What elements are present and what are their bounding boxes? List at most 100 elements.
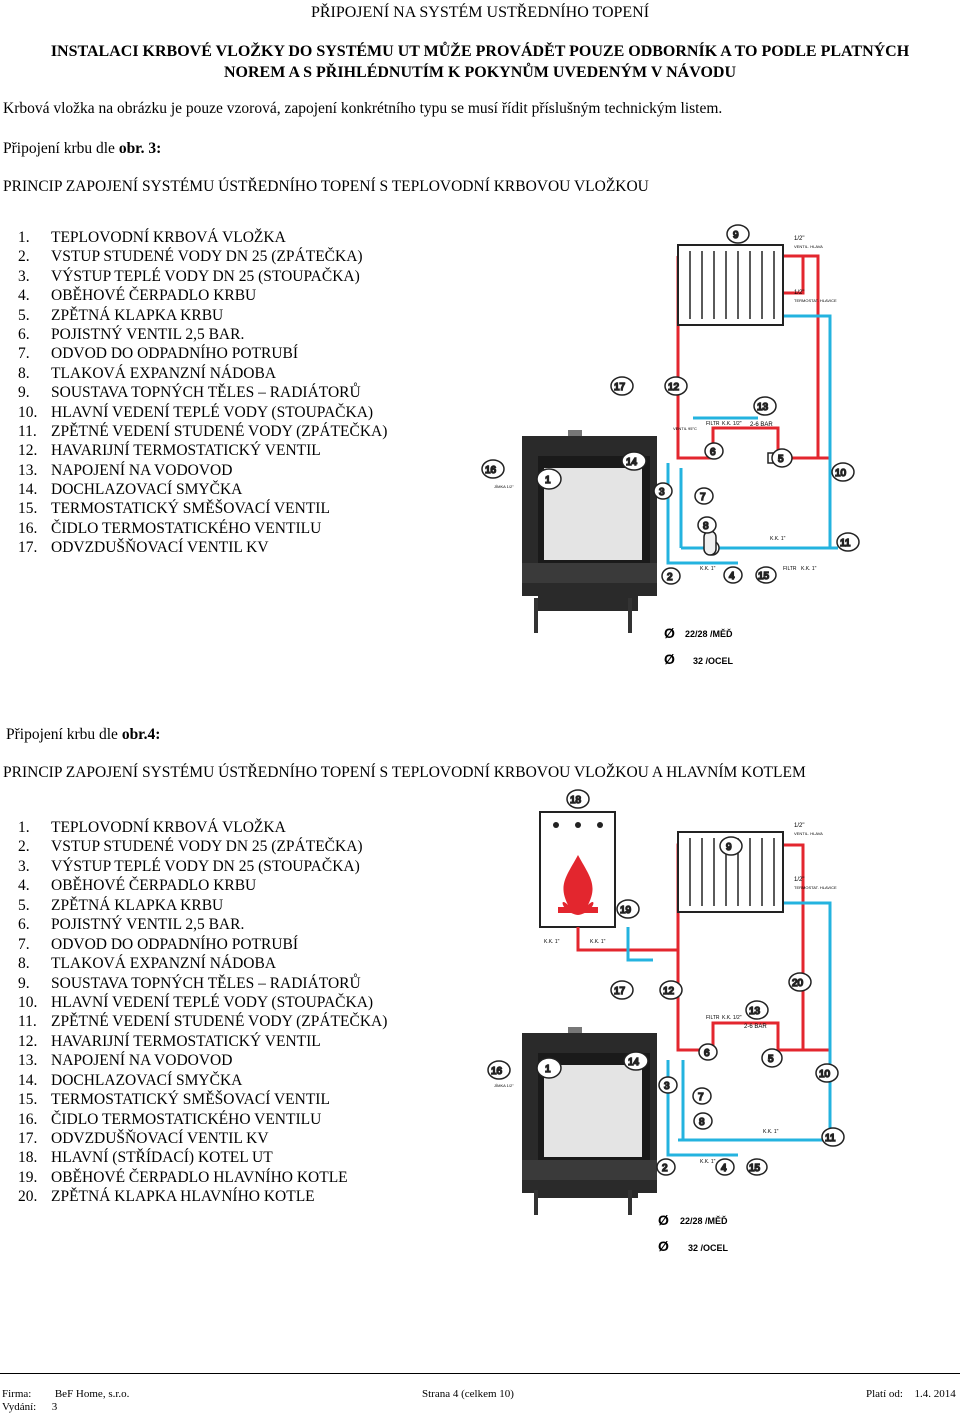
legend-item: 8.TLAKOVÁ EXPANZNÍ NÁDOBA — [18, 954, 387, 973]
callout-2b: 2 — [662, 1163, 668, 1174]
kk-half-label: K.K. 1/2" — [722, 421, 742, 427]
legend-item-text: HAVARIJNÍ TERMOSTATICKÝ VENTIL — [51, 1032, 321, 1050]
legend-item-text: ZPĚTNÁ KLAPKA KRBU — [51, 306, 224, 324]
callout-1b: 1 — [545, 1064, 551, 1075]
legend-item: 13.NAPOJENÍ NA VODOVOD — [18, 461, 387, 480]
intro-text: Krbová vložka na obrázku je pouze vzorov… — [3, 100, 723, 117]
callout-9: 9 — [733, 230, 739, 241]
sensor-note: JÍMKA 1/2" — [494, 484, 514, 489]
legend-item-number: 13. — [18, 1052, 38, 1070]
legend-item: 19.OBĚHOVÉ ČERPADLO HLAVNÍHO KOTLE — [18, 1168, 387, 1187]
legend-item-number: 2. — [18, 248, 30, 266]
legend-item-number: 15. — [18, 1091, 38, 1109]
section1-title: PRINCIP ZAPOJENÍ SYSTÉMU ÚSTŘEDNÍHO TOPE… — [3, 178, 649, 195]
diagram-obr3: 1/2" VENTIL. HLAVA 1/2" TERMOSTAT. HLAVI… — [481, 224, 860, 667]
legend-item: 9. SOUSTAVA TOPNÝCH TĚLES – RADIÁTORŮ — [18, 383, 387, 402]
callout-4: 4 — [729, 571, 735, 582]
legend-item: 7.ODVOD DO ODPADNÍHO POTRUBÍ — [18, 935, 387, 954]
legend-item-text: SOUSTAVA TOPNÝCH TĚLES – RADIÁTORŮ — [51, 384, 361, 402]
callout-6: 6 — [710, 447, 716, 458]
callout-12b: 12 — [663, 986, 675, 997]
legend-item-text: VÝSTUP TEPLÉ VODY DN 25 (STOUPAČKA) — [51, 857, 360, 875]
vent-head-label: VENTIL. HLAVA — [794, 244, 823, 249]
hot-main-pipe — [803, 254, 820, 458]
legend-item-number: 12. — [18, 442, 38, 460]
legend-item-number: 10. — [18, 403, 38, 421]
kk-one-label: K.K. 1" — [770, 536, 786, 542]
legend-item-text: ZPĚTNÁ KLAPKA HLAVNÍHO KOTLE — [51, 1188, 315, 1206]
legend-item-number: 8. — [18, 955, 30, 973]
legend-item-number: 17. — [18, 539, 38, 557]
legend-item-text: TEPLOVODNÍ KRBOVÁ VLOŽKA — [51, 229, 286, 246]
legend-item-text: TERMOSTATICKÝ SMĚŠOVACÍ VENTIL — [51, 1091, 330, 1109]
legend-item: 16.ČIDLO TERMOSTATICKÉHO VENTILU — [18, 1110, 387, 1129]
legend-item-number: 3. — [18, 267, 30, 285]
kk-one-label-2: K.K. 1" — [801, 566, 817, 572]
footer-valid: Platí od: 1.4. 2014 — [866, 1388, 956, 1401]
thermostat-half-inch-label-2: 1/2" — [794, 877, 804, 883]
pressure-label-2: 2-6 BAR — [744, 1024, 767, 1030]
callout-17: 17 — [614, 382, 626, 393]
legend-item-number: 16. — [18, 519, 38, 537]
legend-item-text: TERMOSTATICKÝ SMĚŠOVACÍ VENTIL — [51, 500, 330, 518]
callout-8b: 8 — [699, 1117, 705, 1128]
thermostat-head-label-2: TERMOSTAT. HLAVICE — [794, 885, 837, 890]
footer-valid-label: Platí od: — [866, 1388, 903, 1400]
callout-14b: 14 — [628, 1057, 640, 1068]
footer-issue: Vydání: 3 — [2, 1401, 57, 1414]
callout-3: 3 — [659, 487, 665, 498]
legend-item: 20. ZPĚTNÁ KLAPKA HLAVNÍHO KOTLE — [18, 1187, 387, 1206]
legend-item-text: HLAVNÍ VEDENÍ TEPLÉ VODY (STOUPAČKA) — [51, 993, 374, 1011]
legend-item-number: 14. — [18, 481, 38, 499]
legend-item-number: 3. — [18, 857, 30, 875]
section2-label: Připojení krbu dle obr.4: — [6, 725, 160, 745]
callout-12: 12 — [668, 382, 680, 393]
legend-item-text: TEPLOVODNÍ KRBOVÁ VLOŽKA — [51, 819, 286, 836]
legend-item-text: ODVZDUŠŇOVACÍ VENTIL KV — [51, 539, 269, 557]
callout-16b: 16 — [491, 1066, 503, 1077]
boiler-kk-right: K.K. 1" — [590, 939, 606, 945]
callout-14: 14 — [626, 457, 638, 468]
legend-item-number: 18. — [18, 1149, 38, 1167]
legend-item-text: HAVARIJNÍ TERMOSTATICKÝ VENTIL — [51, 442, 321, 460]
legend-item: 5.ZPĚTNÁ KLAPKA KRBU — [18, 896, 387, 915]
legend-item-text: TLAKOVÁ EXPANZNÍ NÁDOBA — [51, 364, 277, 382]
callout-18: 18 — [570, 795, 582, 806]
callout-3b: 3 — [664, 1081, 670, 1092]
legend-item-text: ODVOD DO ODPADNÍHO POTRUBÍ — [51, 345, 299, 363]
pipe-steel-label: 32 /OCEL — [693, 656, 734, 666]
diameter-symbol-3: Ø — [658, 1212, 669, 1228]
legend-item-number: 20. — [18, 1188, 38, 1206]
section2-label-ref: obr.4: — [121, 726, 161, 743]
boiler-return-pipe — [626, 927, 653, 962]
diagram-obr4: K.K. 1" K.K. 1" 1/2" VENTIL. HLAVA 1/2" … — [487, 789, 845, 1254]
main-boiler — [539, 811, 616, 928]
legend-item-text: ZPĚTNÉ VEDENÍ STUDENÉ VODY (ZPÁTEČKA) — [51, 1013, 388, 1031]
legend-item: 14.DOCHLAZOVACÍ SMYČKA — [18, 480, 387, 499]
section1-label-prefix: Připojení krbu dle — [3, 140, 119, 157]
legend-item: 11.ZPĚTNÉ VEDENÍ STUDENÉ VODY (ZPÁTEČKA) — [18, 1012, 387, 1031]
legend-item-number: 16. — [18, 1110, 38, 1128]
legend-item-number: 12. — [18, 1032, 38, 1050]
legend-item: 4.OBĚHOVÉ ČERPADLO KRBU — [18, 876, 387, 895]
legend-item-number: 11. — [18, 422, 37, 440]
legend-item: 7. ODVOD DO ODPADNÍHO POTRUBÍ — [18, 344, 387, 363]
legend-item-number: 6. — [18, 325, 30, 343]
footer-page: Strana 4 (celkem 10) — [422, 1388, 514, 1400]
legend-item: 13.NAPOJENÍ NA VODOVOD — [18, 1051, 387, 1070]
legend-item-number: 13. — [18, 461, 38, 479]
legend-item: 9.SOUSTAVA TOPNÝCH TĚLES – RADIÁTORŮ — [18, 974, 387, 993]
callout-10b: 10 — [819, 1069, 831, 1080]
legend-item-number: 9. — [18, 384, 30, 402]
flame-icon — [562, 855, 594, 915]
callout-2: 2 — [667, 572, 673, 583]
footer-issue-label: Vydání: — [2, 1401, 37, 1413]
legend-item-text: SOUSTAVA TOPNÝCH TĚLES – RADIÁTORŮ — [51, 974, 361, 992]
legend-item-number: 7. — [18, 345, 30, 363]
legend-item-text: POJISTNÝ VENTIL 2,5 BAR. — [51, 325, 245, 343]
legend-item: 2.VSTUP STUDENÉ VODY DN 25 (ZPÁTEČKA) — [18, 837, 387, 856]
legend-item-number: 19. — [18, 1168, 38, 1186]
callout-17b: 17 — [614, 986, 626, 997]
callout-20: 20 — [792, 978, 804, 989]
kk-one-label-3: K.K. 1" — [700, 566, 716, 572]
